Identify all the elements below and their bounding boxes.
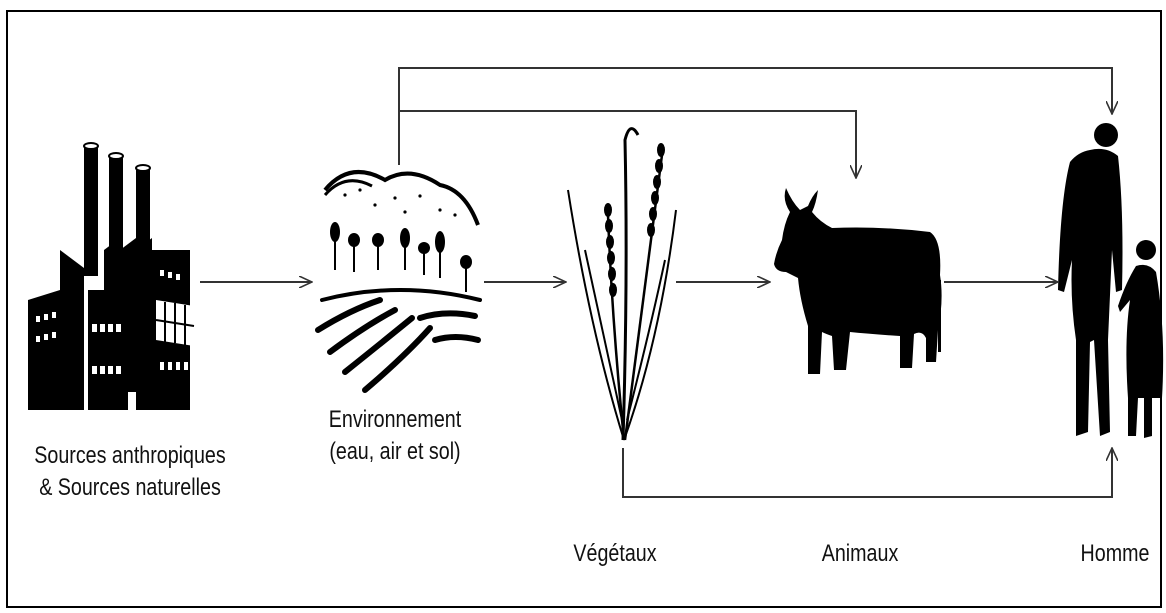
adult-child-icon: [1058, 123, 1163, 438]
sources-label-line2: & Sources naturelles: [32, 472, 229, 504]
human-label: Homme: [1070, 538, 1160, 570]
landscape-icon: [318, 172, 480, 390]
factory-icon: [28, 143, 194, 410]
sources-label-line1: Sources anthropiques: [32, 440, 229, 472]
sources-label: Sources anthropiques & Sources naturelle…: [32, 440, 229, 504]
arrow-environment-to-human-top: [399, 68, 1112, 165]
wheat-icon: [568, 129, 676, 440]
environment-label: Environnement (eau, air et sol): [313, 404, 477, 468]
environment-label-line2: (eau, air et sol): [313, 436, 477, 468]
cow-icon: [774, 188, 942, 374]
plants-label: Végétaux: [566, 538, 664, 570]
environment-label-line1: Environnement: [313, 404, 477, 436]
arrow-plants-to-human-bottom: [623, 448, 1112, 497]
arrow-environment-to-animals: [399, 111, 856, 178]
animals-label: Animaux: [811, 538, 909, 570]
